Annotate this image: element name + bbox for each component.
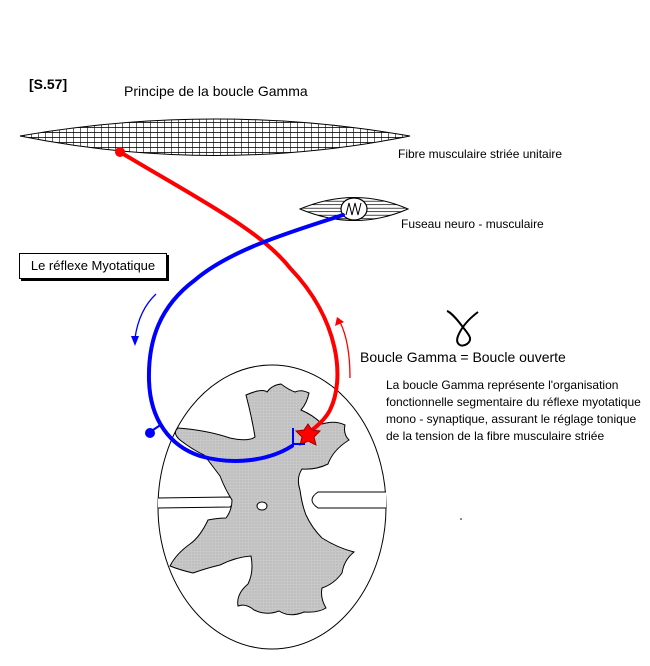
label-fuseau: Fuseau neuro - musculaire (401, 217, 544, 231)
label-boucle-gamma: Boucle Gamma = Boucle ouverte (360, 349, 566, 365)
gamma-efferent-path (118, 150, 340, 435)
muscle-fibre (19, 118, 411, 156)
afferent-direction-arrow (131, 293, 157, 346)
synapse-bracket (292, 428, 305, 445)
label-fibre: Fibre musculaire striée unitaire (398, 147, 563, 161)
gamma-terminal (115, 147, 125, 157)
reference-label: [S.57] (29, 76, 68, 92)
spinal-cord-section (157, 364, 387, 650)
central-canal (256, 501, 268, 511)
afferent-ganglion (145, 428, 155, 438)
gamma-motoneuron (294, 423, 322, 446)
gamma-symbol (446, 310, 479, 347)
afferent-path (146, 213, 345, 463)
diagram-title: Principe de la boucle Gamma (124, 83, 308, 99)
neuromuscular-spindle (298, 197, 410, 221)
efferent-direction-arrow (335, 317, 351, 379)
label-reflexe-box: Le réflexe Myotatique (19, 253, 167, 279)
description-text: La boucle Gamma représente l'organisatio… (386, 378, 641, 443)
grey-matter (169, 383, 356, 616)
